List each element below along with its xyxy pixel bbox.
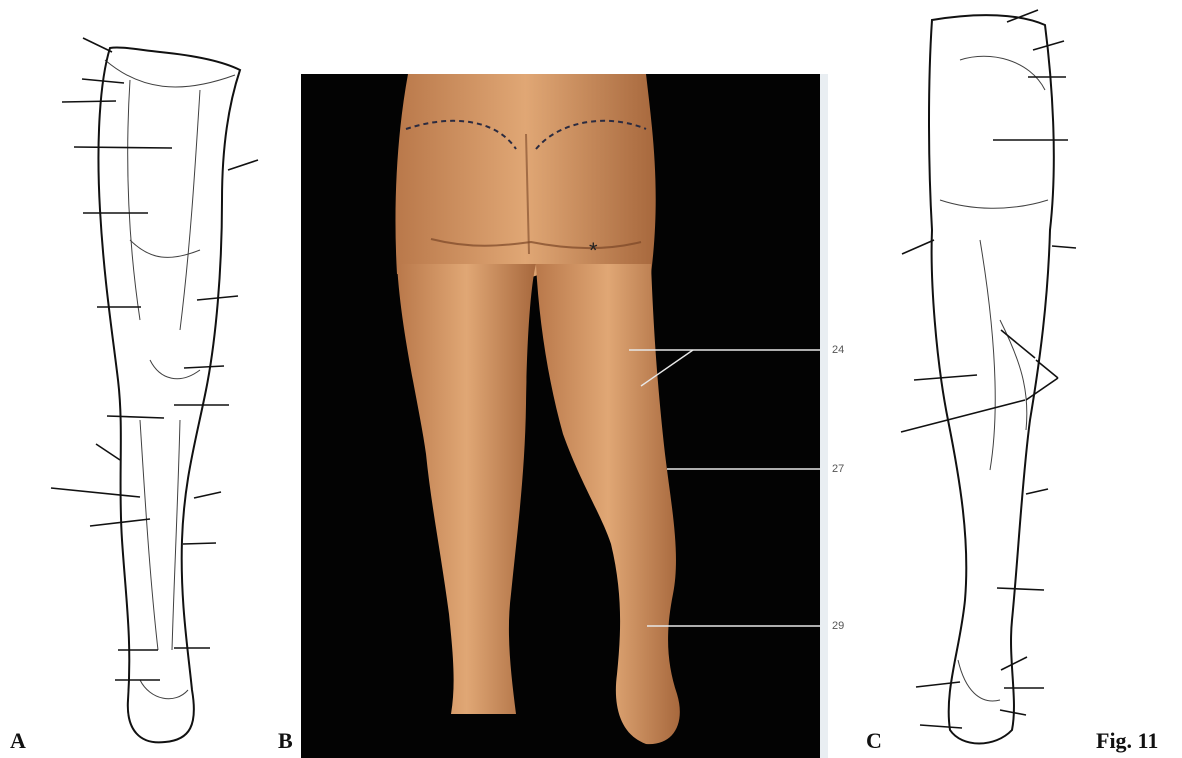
panel-b-photo: 24 27 29 * — [301, 74, 828, 758]
leg-a-outline — [98, 47, 240, 742]
legs-photo-illustration — [301, 74, 828, 758]
figure-label: Fig. 11 — [1096, 728, 1158, 754]
panel-a-drawing — [0, 0, 300, 758]
panel-b-letter: B — [278, 728, 293, 754]
photo-label-29-out: 29 — [832, 620, 844, 632]
leg-c-outline — [929, 15, 1054, 743]
photo-scale-strip — [820, 74, 828, 758]
panel-a-letter: A — [10, 728, 26, 754]
photo-label-24-out: 24 — [832, 344, 844, 356]
asterisk-marker: * — [589, 238, 598, 264]
photo-label-27-out: 27 — [832, 463, 844, 475]
panel-c-letter: C — [866, 728, 882, 754]
